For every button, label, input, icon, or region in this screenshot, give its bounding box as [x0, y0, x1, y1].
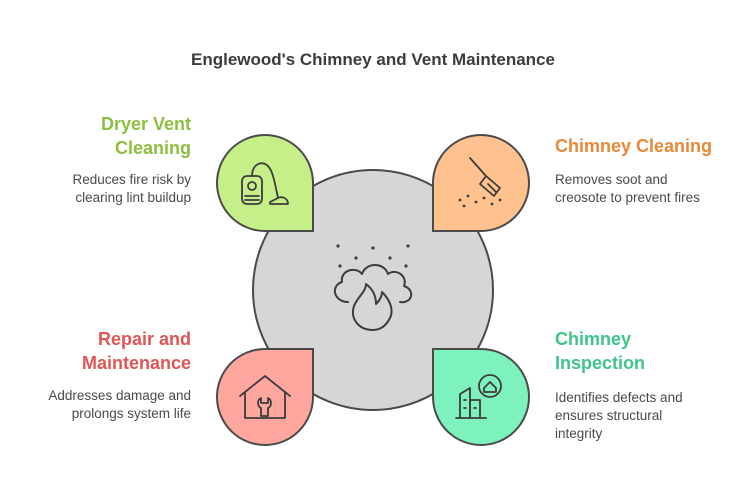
dryer-desc-line1: Reduces fire risk by: [72, 172, 191, 187]
repair-petal: [216, 348, 314, 446]
inspection-petal: [432, 348, 530, 446]
cleaning-heading-line1: Chimney Cleaning: [555, 136, 713, 156]
repair-desc-line1: Addresses damage and: [48, 388, 191, 403]
diagram-title: Englewood's Chimney and Vent Maintenance: [191, 50, 555, 69]
repair-description: Addresses damage and prolongs system lif…: [10, 387, 191, 423]
inspection-description: Identifies defects and ensures structura…: [555, 389, 735, 443]
repair-desc-line2: prolongs system life: [71, 406, 191, 421]
building-home-icon: [455, 374, 502, 419]
broom-icon: [458, 157, 502, 208]
repair-heading-line2: Maintenance: [81, 353, 191, 373]
cleaning-heading: Chimney Cleaning: [555, 134, 735, 158]
dryer-heading-line2: Cleaning: [114, 138, 191, 158]
cleaning-description: Removes soot and creosote to prevent fir…: [555, 171, 735, 207]
dryer-heading-line1: Dryer Vent: [100, 114, 191, 134]
cleaning-desc-line1: Removes soot and: [555, 172, 668, 187]
inspection-desc-line3: integrity: [555, 426, 603, 441]
inspection-desc-line2: ensures structural: [555, 408, 663, 423]
vacuum-icon: [241, 162, 289, 205]
repair-heading: Repair and Maintenance: [30, 327, 191, 375]
inspection-heading: Chimney Inspection: [555, 327, 725, 375]
dryer-description: Reduces fire risk by clearing lint build…: [20, 171, 191, 207]
dryer-petal: [216, 133, 314, 232]
dryer-heading: Dryer Vent Cleaning: [40, 112, 191, 160]
fire-icon: [333, 244, 413, 331]
inspection-heading-line1: Chimney: [555, 329, 632, 349]
repair-heading-line1: Repair and: [97, 329, 191, 349]
cleaning-desc-line2: creosote to prevent fires: [555, 190, 700, 205]
inspection-heading-line2: Inspection: [555, 353, 646, 373]
house-wrench-icon: [239, 375, 291, 419]
dryer-desc-line2: clearing lint buildup: [75, 190, 191, 205]
inspection-desc-line1: Identifies defects and: [555, 390, 683, 405]
